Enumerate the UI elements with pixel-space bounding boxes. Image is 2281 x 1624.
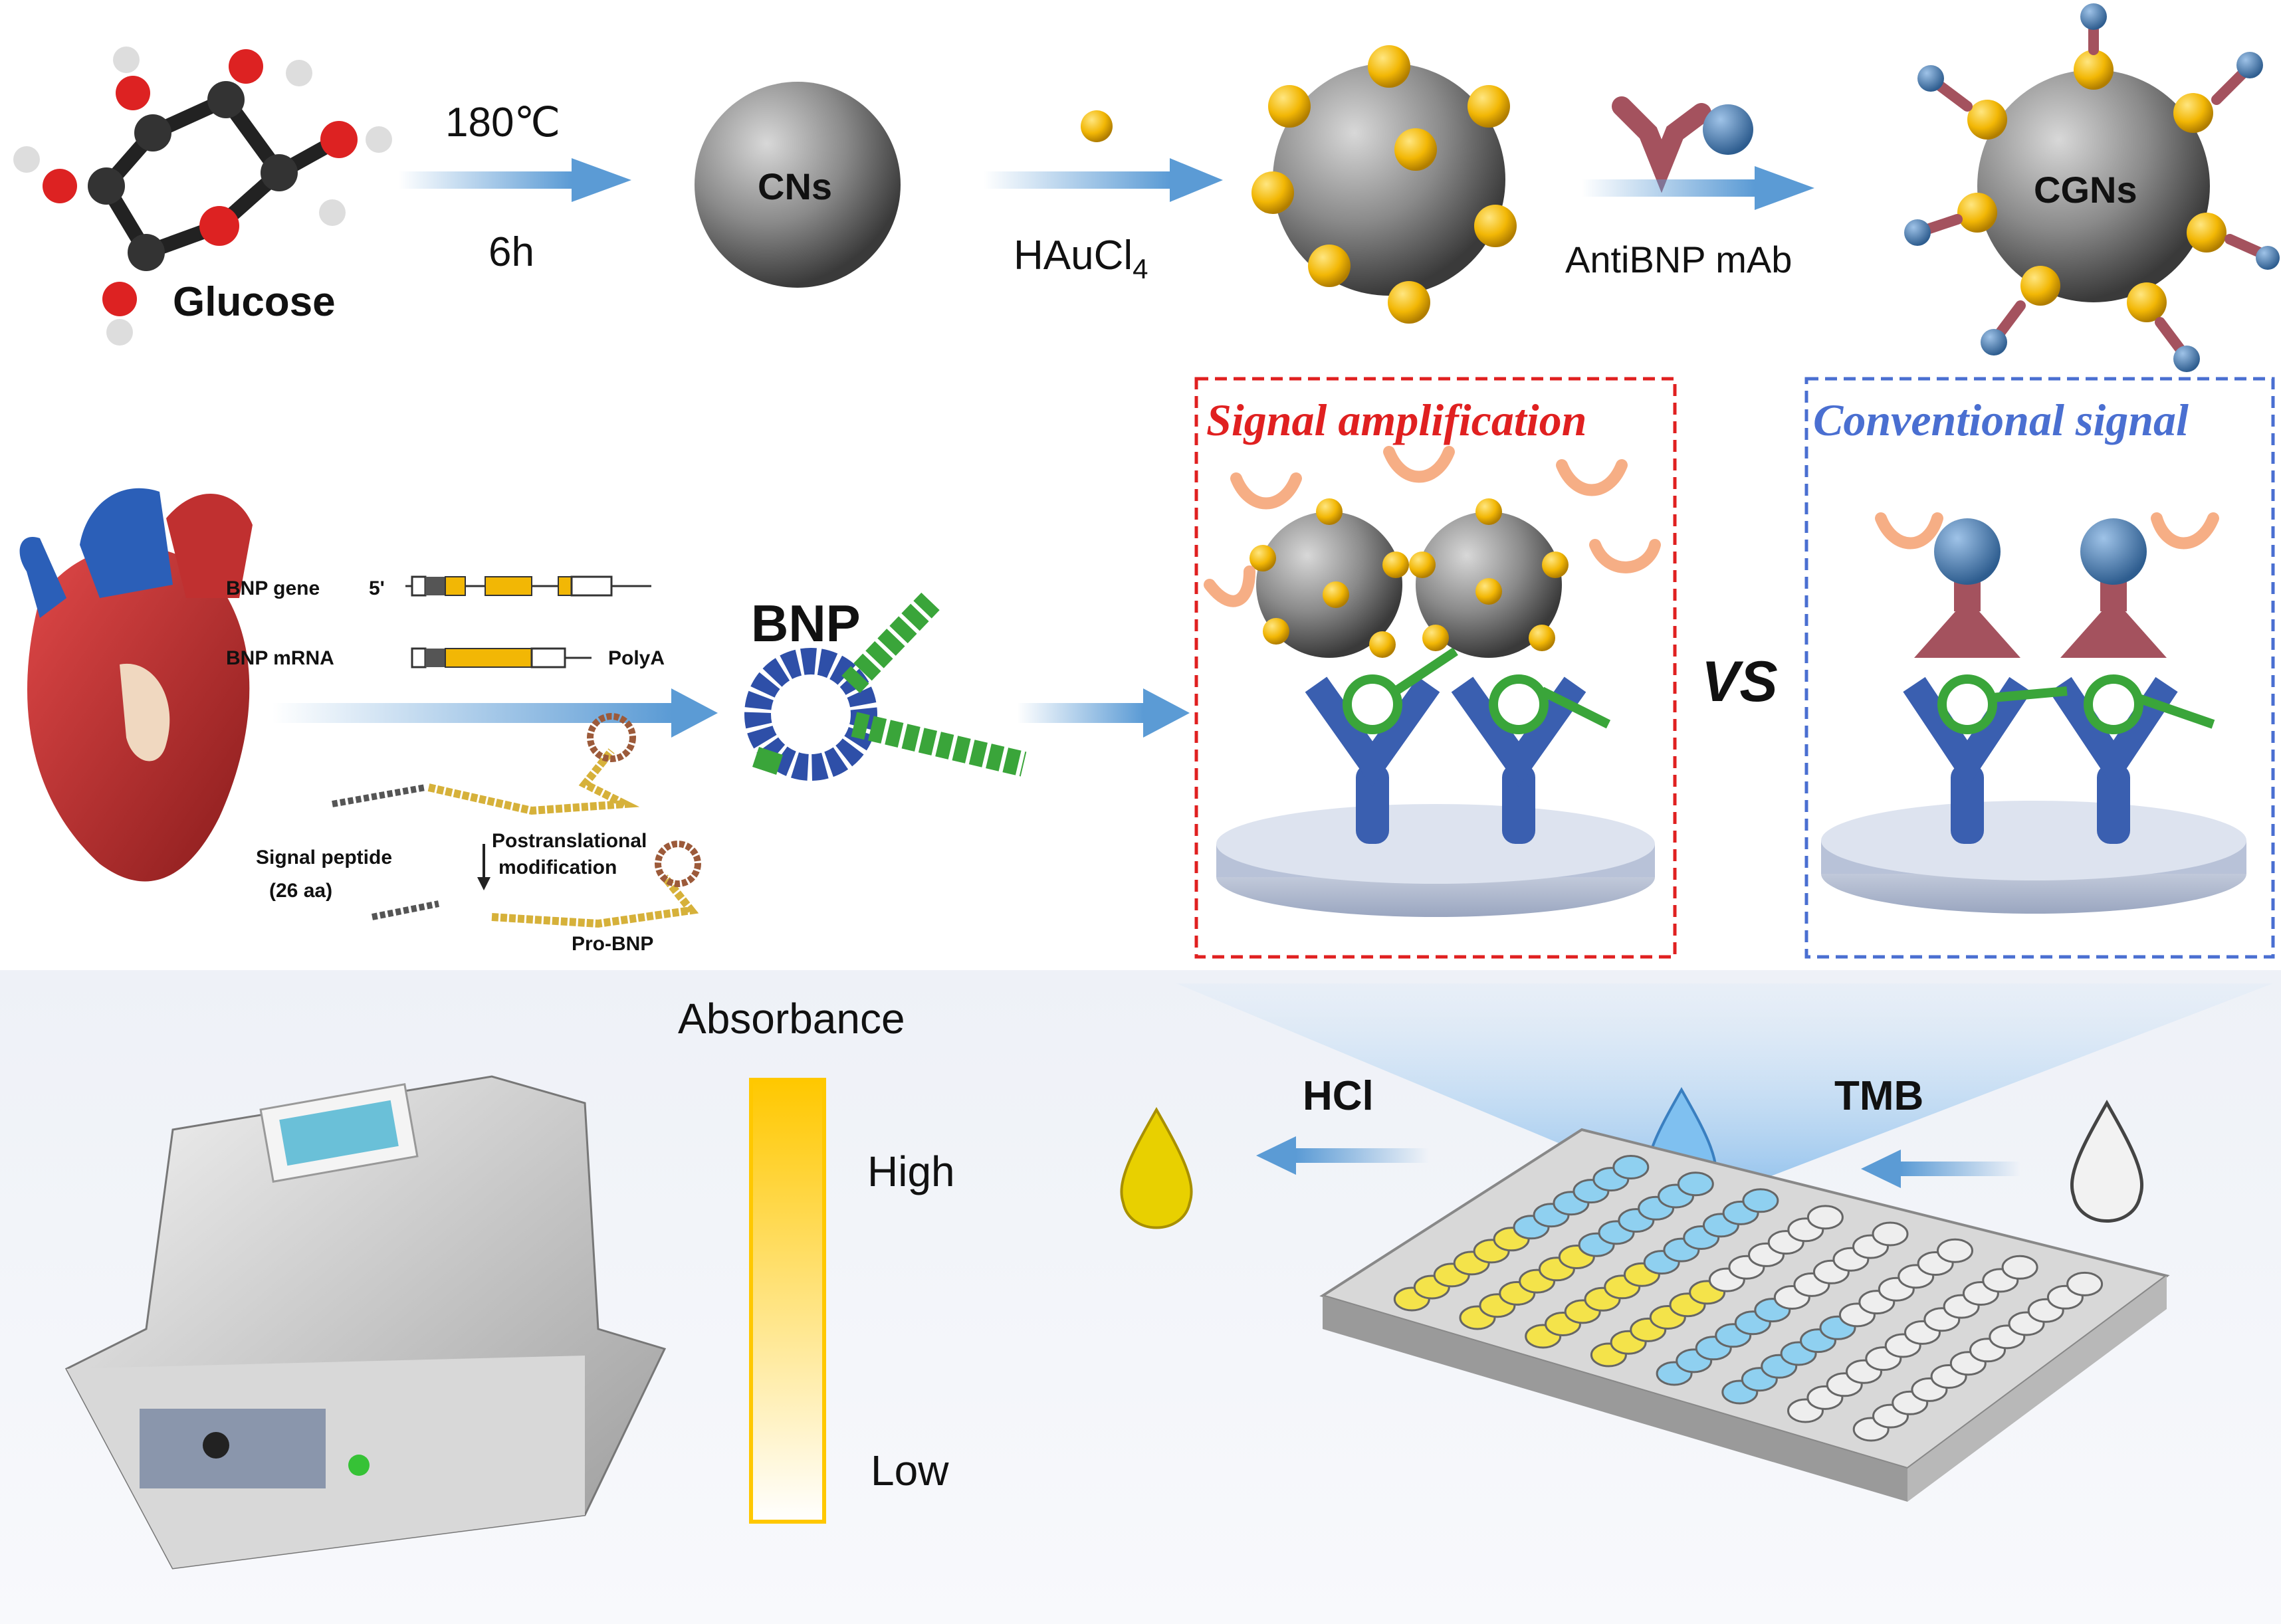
bnp-mrna-label: BNP mRNA [226, 647, 334, 669]
conventional-signal-title: Conventional signal [1813, 395, 2189, 445]
absorbance-scale [749, 1078, 826, 1524]
bnp-structure [744, 592, 1027, 781]
cns-label: CNs [758, 165, 832, 207]
glucose-molecule [13, 47, 392, 346]
plate-well [1806, 1205, 1844, 1230]
plate-well [1872, 1221, 1909, 1247]
conventional-signal-panel [1804, 377, 2275, 959]
arrow-glucose-to-cns [399, 158, 631, 202]
pro-bnp-label: Pro-BNP [572, 933, 653, 955]
arrow-gene-to-bnp [272, 688, 718, 738]
gene-5prime-label: 5' [369, 577, 385, 599]
plate-well [1612, 1155, 1650, 1179]
step1-time: 6h [489, 229, 534, 275]
arrow-cns-to-gold [984, 158, 1223, 202]
glucose-label: Glucose [173, 279, 336, 325]
arrow-from-tmb-droplet [1861, 1150, 2020, 1188]
antibnp-mab-label: AntiBNP mAb [1565, 239, 1792, 280]
tmb-label: TMB [1834, 1073, 1923, 1119]
plate-well [1937, 1238, 1973, 1263]
signal-peptide-label: Signal peptide [256, 847, 392, 868]
haucl4-label: HAuCl4 [1014, 233, 1148, 284]
plate-reader-device [64, 1075, 667, 1570]
peptide-chain-diagram [332, 713, 701, 928]
light-beam [1176, 983, 2273, 1203]
low-label: Low [871, 1447, 949, 1494]
haucl4-subscript: 4 [1133, 253, 1148, 284]
polya-label: PolyA [608, 647, 665, 669]
step1-temperature: 180℃ [445, 100, 560, 146]
modification-label: modification [498, 857, 617, 878]
bnp-gene-diagram [405, 575, 651, 597]
cgns-label: CGNs [2034, 169, 2137, 211]
bnp-mrna-diagram [411, 647, 592, 668]
heart-illustration [19, 488, 253, 882]
gold-decorated-cns [1251, 45, 1517, 324]
plate-well [2066, 1271, 2104, 1296]
signal-peptide-aa-label: (26 aa) [269, 880, 332, 902]
signal-amplification-title: Signal amplification [1206, 395, 1586, 445]
hcl-label: HCl [1303, 1073, 1374, 1119]
arrow-gold-to-cgns [1582, 166, 1814, 210]
cgns-sphere [1904, 3, 2280, 372]
high-label: High [867, 1148, 955, 1195]
microplate [1319, 1128, 2170, 1502]
arrow-bnp-to-assay [1017, 688, 1190, 738]
gold-nanoparticle [1081, 110, 1113, 142]
plate-well [2001, 1255, 2038, 1280]
yellow-droplet [1120, 1106, 1193, 1229]
antibody-icon [1612, 96, 1753, 193]
bnp-title: BNP [751, 594, 861, 653]
plate-well [1677, 1171, 1714, 1197]
haucl4-main: HAuCl [1014, 233, 1133, 278]
vs-label: VS [1701, 650, 1778, 714]
postranslational-label: Postranslational [492, 830, 647, 852]
signal-amplification-panel [1194, 377, 1677, 959]
cns-sphere [695, 82, 901, 288]
plate-well [1742, 1188, 1779, 1213]
arrow-to-hcl-droplet [1256, 1136, 1429, 1175]
bnp-gene-label: BNP gene [226, 577, 320, 599]
clear-droplet [2070, 1099, 2144, 1223]
absorbance-title: Absorbance [678, 995, 905, 1043]
